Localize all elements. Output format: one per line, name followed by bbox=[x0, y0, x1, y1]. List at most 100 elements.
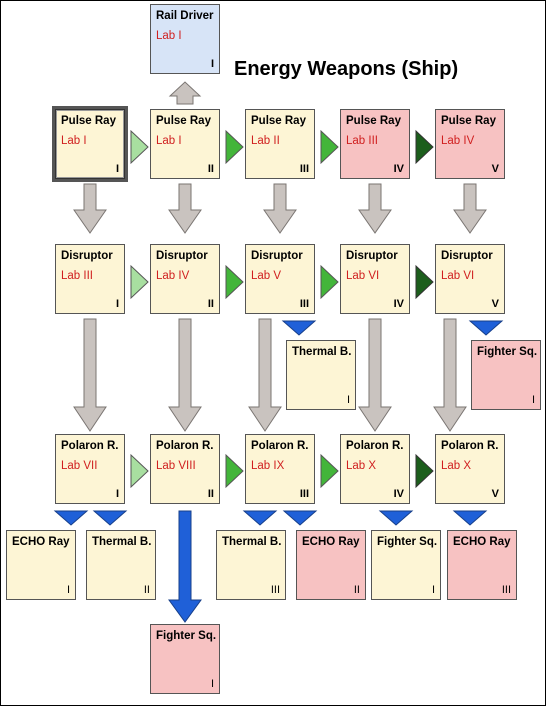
node-name: Rail Driver bbox=[156, 10, 214, 22]
node-fighter-sq-1[interactable]: Fighter Sq. I bbox=[371, 530, 441, 600]
node-tier: III bbox=[501, 584, 511, 596]
node-name: Disruptor bbox=[61, 250, 113, 262]
node-rail-driver[interactable]: Rail Driver Lab I I bbox=[150, 4, 220, 74]
node-name: Pulse Ray bbox=[346, 115, 401, 127]
node-name: Thermal B. bbox=[222, 536, 282, 548]
node-name: Disruptor bbox=[156, 250, 208, 262]
arrow-right-green bbox=[320, 264, 339, 300]
node-lab: Lab II bbox=[251, 135, 280, 147]
arrow-right-green bbox=[225, 264, 244, 300]
node-lab: Lab X bbox=[346, 460, 377, 472]
node-tier: IV bbox=[393, 488, 404, 500]
node-fighter-sq-from-polaron[interactable]: Fighter Sq. I bbox=[150, 624, 220, 694]
node-lab: Lab I bbox=[156, 135, 182, 147]
arrow-down-grey-long bbox=[358, 318, 392, 432]
arrow-right-dark-green bbox=[415, 264, 434, 300]
node-tier: V bbox=[491, 163, 499, 175]
node-fighter-sq-from-disruptor[interactable]: Fighter Sq. I bbox=[471, 340, 541, 410]
arrow-down-grey bbox=[73, 183, 107, 234]
node-thermal-b-from-disruptor[interactable]: Thermal B. I bbox=[286, 340, 356, 410]
node-tier: I bbox=[346, 394, 350, 406]
node-lab: Lab III bbox=[61, 270, 93, 282]
node-lab: Lab X bbox=[441, 460, 472, 472]
node-name: Thermal B. bbox=[92, 536, 152, 548]
node-pulse-ray-5[interactable]: Pulse Ray Lab IV V bbox=[435, 109, 505, 179]
node-tier: I bbox=[210, 678, 214, 690]
node-thermal-b-2[interactable]: Thermal B. II bbox=[86, 530, 156, 600]
node-disruptor-2[interactable]: Disruptor Lab IV II bbox=[150, 244, 220, 314]
node-lab: Lab I bbox=[61, 135, 87, 147]
arrow-down-blue bbox=[53, 510, 89, 526]
node-polaron-2[interactable]: Polaron R. Lab VIII II bbox=[150, 434, 220, 504]
arrow-down-grey bbox=[453, 183, 487, 234]
node-echo-ray-2[interactable]: ECHO Ray II bbox=[296, 530, 366, 600]
node-polaron-5[interactable]: Polaron R. Lab X V bbox=[435, 434, 505, 504]
page-title: Energy Weapons (Ship) bbox=[234, 58, 459, 80]
node-tier: IV bbox=[393, 298, 404, 310]
node-name: Pulse Ray bbox=[156, 115, 211, 127]
arrow-down-grey bbox=[168, 183, 202, 234]
node-name: Pulse Ray bbox=[441, 115, 496, 127]
node-tier: II bbox=[207, 488, 214, 500]
arrow-right-green bbox=[320, 453, 339, 489]
node-tier: V bbox=[491, 488, 499, 500]
node-name: Disruptor bbox=[346, 250, 398, 262]
node-polaron-3[interactable]: Polaron R. Lab IX III bbox=[245, 434, 315, 504]
node-name: Polaron R. bbox=[61, 440, 119, 452]
node-lab: Lab I bbox=[156, 30, 182, 42]
node-tier: III bbox=[299, 298, 309, 310]
node-echo-ray-1[interactable]: ECHO Ray I bbox=[6, 530, 76, 600]
arrow-right-dark-green bbox=[415, 129, 434, 165]
node-tier: II bbox=[143, 584, 150, 596]
node-disruptor-1[interactable]: Disruptor Lab III I bbox=[55, 244, 125, 314]
node-lab: Lab IV bbox=[156, 270, 190, 282]
node-name: Polaron R. bbox=[441, 440, 499, 452]
node-tier: I bbox=[66, 584, 70, 596]
node-thermal-b-3[interactable]: Thermal B. III bbox=[216, 530, 286, 600]
node-tier: I bbox=[431, 584, 435, 596]
arrow-right-green bbox=[225, 129, 244, 165]
node-polaron-1[interactable]: Polaron R. Lab VII I bbox=[55, 434, 125, 504]
node-disruptor-3[interactable]: Disruptor Lab V III bbox=[245, 244, 315, 314]
node-echo-ray-3[interactable]: ECHO Ray III bbox=[447, 530, 517, 600]
arrow-right-green bbox=[320, 129, 339, 165]
node-tier: IV bbox=[393, 163, 404, 175]
node-lab: Lab V bbox=[251, 270, 282, 282]
node-tier: III bbox=[299, 163, 309, 175]
arrow-up-rail-driver bbox=[168, 81, 202, 105]
node-lab: Lab IV bbox=[441, 135, 475, 147]
arrow-right-light-green bbox=[130, 453, 149, 489]
node-pulse-ray-4[interactable]: Pulse Ray Lab III IV bbox=[340, 109, 410, 179]
node-name: Polaron R. bbox=[251, 440, 309, 452]
arrow-down-blue bbox=[282, 510, 318, 526]
arrow-down-blue bbox=[242, 510, 278, 526]
node-tier: I bbox=[115, 298, 119, 310]
arrow-right-green bbox=[225, 453, 244, 489]
node-name: Disruptor bbox=[441, 250, 493, 262]
node-name: Fighter Sq. bbox=[477, 346, 538, 358]
node-pulse-ray-3[interactable]: Pulse Ray Lab II III bbox=[245, 109, 315, 179]
node-disruptor-5[interactable]: Disruptor Lab VI V bbox=[435, 244, 505, 314]
node-name: Polaron R. bbox=[346, 440, 404, 452]
node-name: Fighter Sq. bbox=[156, 630, 217, 642]
arrow-right-light-green bbox=[130, 264, 149, 300]
arrow-down-blue bbox=[452, 510, 488, 526]
arrow-down-blue bbox=[281, 320, 317, 336]
node-disruptor-4[interactable]: Disruptor Lab VI IV bbox=[340, 244, 410, 314]
arrow-down-blue bbox=[92, 510, 128, 526]
arrow-down-blue bbox=[468, 320, 504, 336]
node-tier: V bbox=[491, 298, 499, 310]
node-pulse-ray-1-selected[interactable]: Pulse Ray Lab I I bbox=[52, 106, 128, 182]
node-polaron-4[interactable]: Polaron R. Lab X IV bbox=[340, 434, 410, 504]
node-name: Polaron R. bbox=[156, 440, 214, 452]
node-name: Disruptor bbox=[251, 250, 303, 262]
node-lab: Lab VI bbox=[441, 270, 475, 282]
arrow-down-grey bbox=[263, 183, 297, 234]
node-tier: I bbox=[210, 58, 214, 70]
node-tier: I bbox=[531, 394, 535, 406]
arrow-down-grey-long bbox=[248, 318, 282, 432]
node-tier: I bbox=[115, 488, 119, 500]
node-pulse-ray-2[interactable]: Pulse Ray Lab I II bbox=[150, 109, 220, 179]
node-name: ECHO Ray bbox=[302, 536, 360, 548]
